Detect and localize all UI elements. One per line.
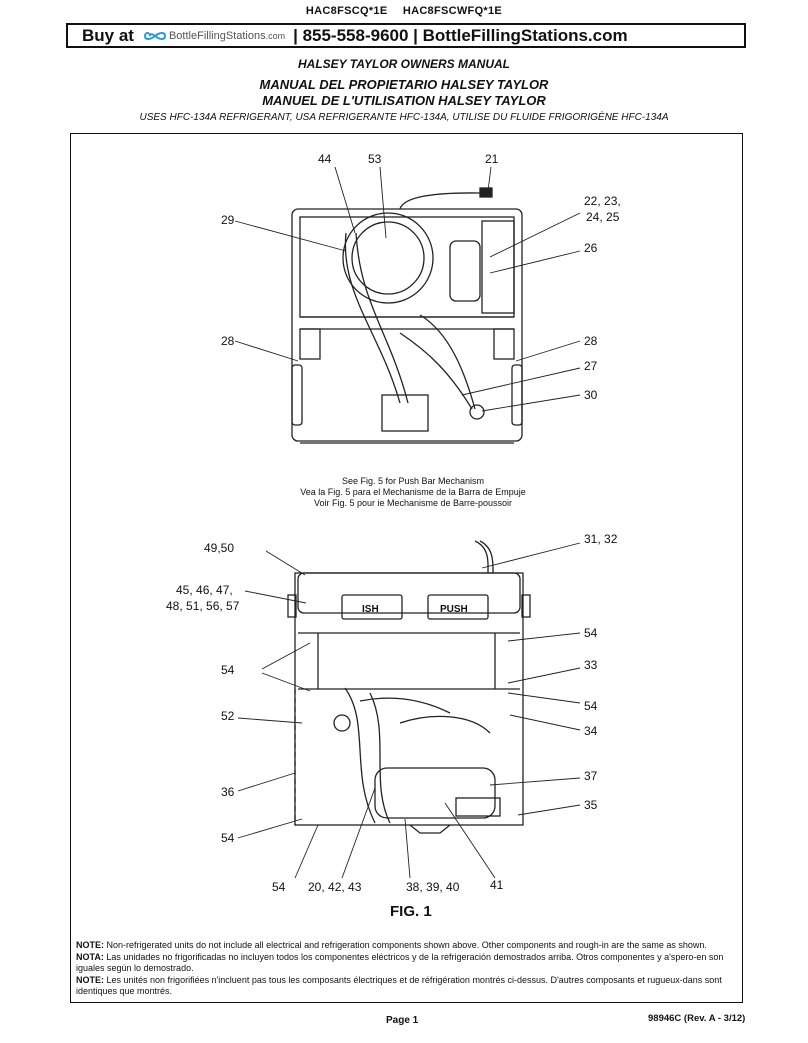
callout-52: 52 [221,709,235,723]
push-bar-note-fr: Voir Fig. 5 pour ie Mechanisme de Barre-… [313,498,513,508]
figure-title: FIG. 1 [390,903,432,920]
callout-27: 27 [584,359,598,373]
note-fr-label: NOTE: [76,974,104,985]
push-panel-left: ISH [362,604,379,615]
infinity-icon [143,31,166,40]
front-view-unit [287,540,531,834]
callout-36: 36 [221,785,235,799]
exploded-view-drawing: ISH PUSH [234,166,581,879]
callout-24-25: 24, 25 [586,210,620,224]
note-es-text: Las unidades no frigorificadas no incluy… [76,951,724,974]
note-fr: NOTE: Les unités non frigorifiées n'incl… [76,975,736,998]
callout-37: 37 [584,769,598,783]
callout-28-right: 28 [584,334,598,348]
callout-21: 21 [485,152,499,166]
note-en: NOTE: Non-refrigerated units do not incl… [76,940,736,952]
document-number: 98946C (Rev. A - 3/12) [648,1013,746,1024]
store-logo[interactable]: BottleFillingStations.com [143,29,286,42]
logo-suffix: .com [265,30,286,41]
owners-manual-title: HALSEY TAYLOR OWNERS MANUAL [298,57,510,71]
callout-49-50: 49,50 [204,541,235,555]
manual-title-es: MANUAL DEL PROPIETARIO HALSEY TAYLOR [259,77,549,92]
callout-54-left-2: 54 [221,831,235,845]
note-en-text: Non-refrigerated units do not include al… [106,940,707,950]
callout-34: 34 [584,724,598,738]
callout-28-left: 28 [221,334,235,348]
manual-titles: MANUAL DEL PROPIETARIO HALSEY TAYLOR MAN… [0,77,808,109]
callout-38-39-40: 38, 39, 40 [406,880,460,894]
push-panel-right: PUSH [440,604,468,615]
notes-block: NOTE: Non-refrigerated units do not incl… [76,940,736,998]
callout-44: 44 [318,152,332,166]
lower-compressor [374,767,496,819]
callout-22-23: 22, 23, [584,194,621,208]
manual-title-fr: MANUEL DE L'UTILISATION HALSEY TAYLOR [262,93,546,108]
callout-54-right-2: 54 [584,699,598,713]
callout-31-32: 31, 32 [584,532,618,546]
callout-54-right-1: 54 [584,626,598,640]
model-numbers: HAC8FSCQ*1E HAC8FSCWFQ*1E [0,5,808,17]
callout-29: 29 [221,213,235,227]
push-bar-note-es: Vea la Fig. 5 para el Mechanisme de la B… [300,487,526,497]
callout-26: 26 [584,241,598,255]
callout-54-bottom: 54 [272,880,286,894]
contact-info[interactable]: | 855-558-9600 | BottleFillingStations.c… [293,25,628,45]
callout-33: 33 [584,658,598,672]
model-number-2: HAC8FSCWFQ*1E [402,5,503,17]
callout-45-47: 45, 46, 47, [176,583,233,597]
callout-41: 41 [490,878,504,892]
callout-54-left-1: 54 [221,663,235,677]
compressor-outline [342,212,434,304]
refrigerant-line: USES HFC-134A REFRIGERANT, USA REFRIGERA… [139,112,669,123]
callout-48-57: 48, 51, 56, 57 [166,599,240,613]
logo-name: BottleFillingStations [168,29,266,42]
top-leaders [234,166,581,412]
top-view-unit [291,187,523,444]
buy-banner[interactable]: Buy at BottleFillingStations.com | 855-5… [66,23,746,48]
push-bar-note: See Fig. 5 for Push Bar Mechanism Vea la… [200,476,626,509]
callout-35: 35 [584,798,598,812]
note-es: NOTA: Las unidades no frigorificadas no … [76,952,736,975]
page-number: Page 1 [386,1015,419,1026]
bottom-leaders [237,542,581,879]
callout-30: 30 [584,388,598,402]
model-number-1: HAC8FSCQ*1E [305,5,388,17]
push-bar-note-en: See Fig. 5 for Push Bar Mechanism [341,476,485,486]
callout-20-42-43: 20, 42, 43 [308,880,362,894]
note-fr-text: Les unités non frigorifiées n'incluent p… [76,974,722,997]
note-en-label: NOTE: [76,940,104,950]
note-es-label: NOTA: [76,951,104,962]
figure-frame [70,133,743,1003]
buy-at-text: Buy at [82,25,134,45]
callout-53: 53 [368,152,382,166]
